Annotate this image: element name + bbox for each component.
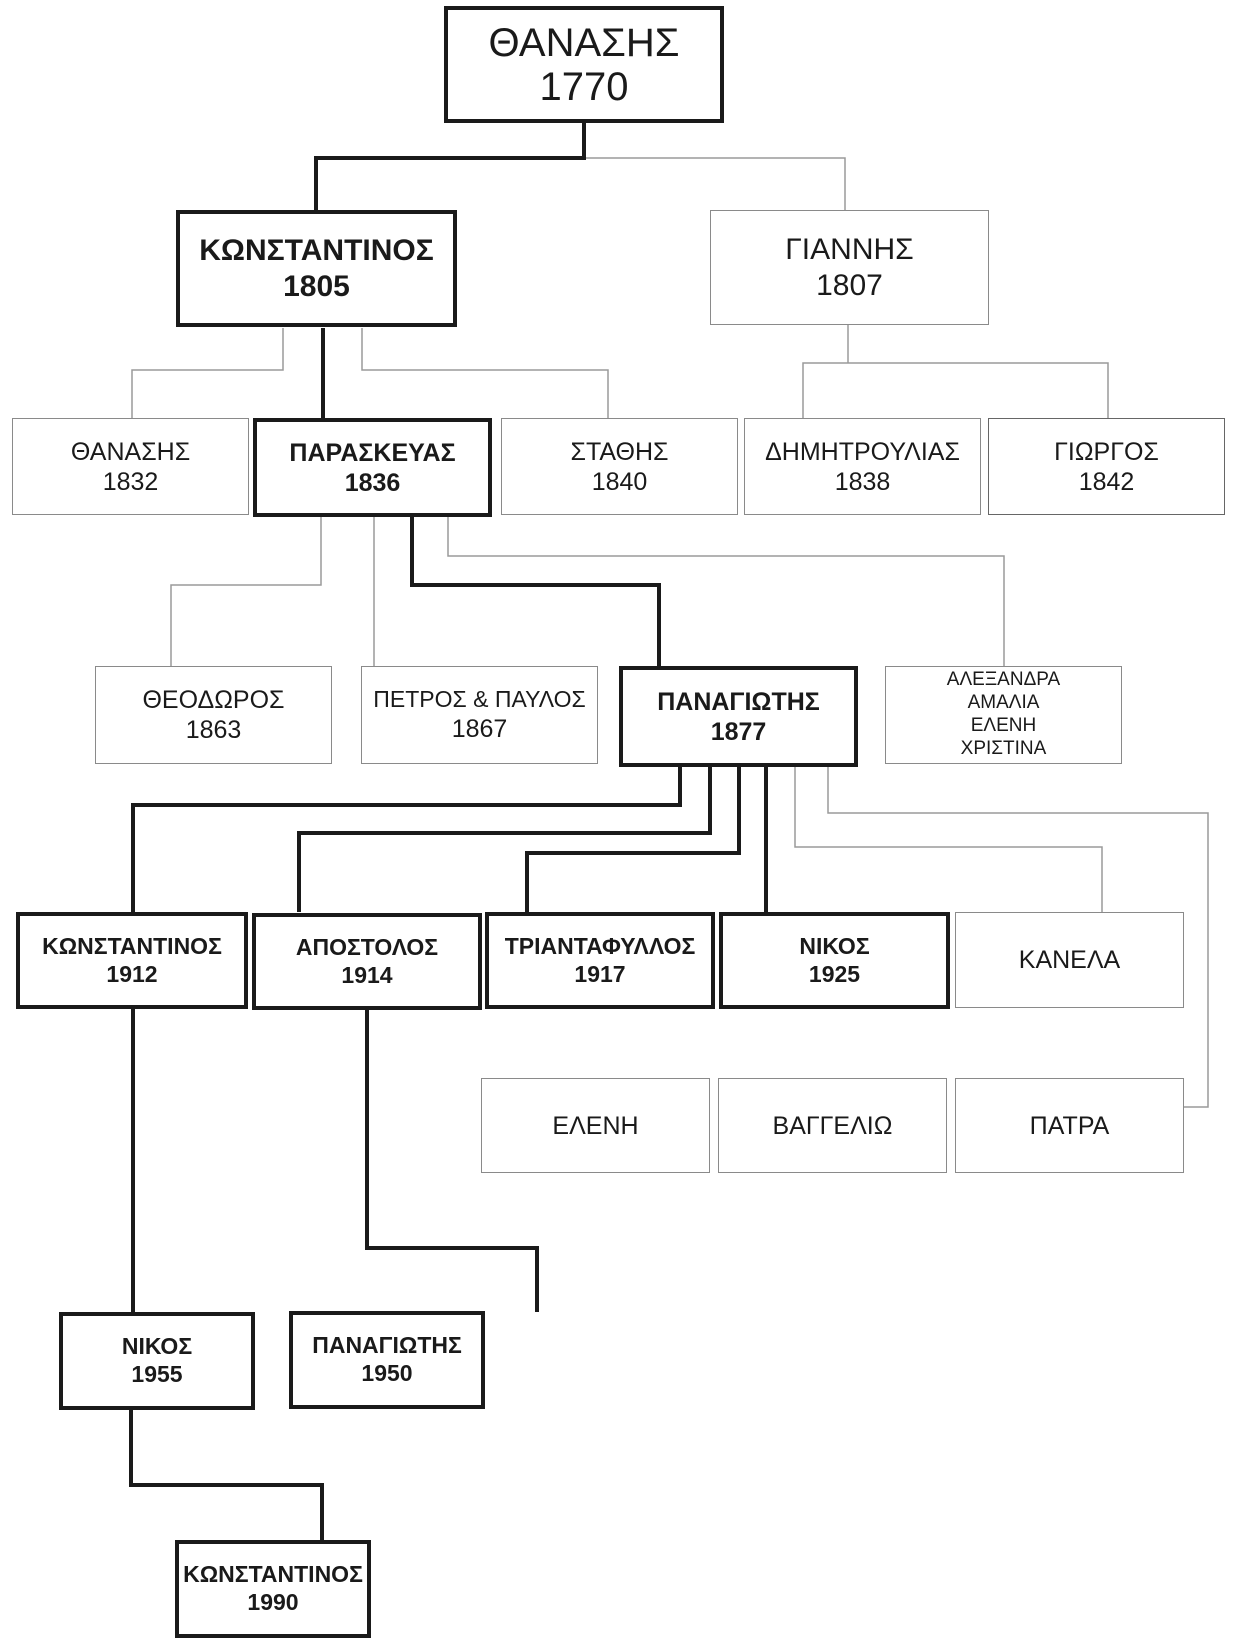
person-name: ΘΑΝΑΣΗΣ [70, 437, 191, 466]
person-box-petros-pavlos-1867[interactable]: ΠΕΤΡΟΣ & ΠΑΥΛΟΣ 1867 [361, 666, 598, 764]
connector [131, 766, 682, 912]
person-box-konstantinos-1805[interactable]: ΚΩΝΣΤΑΝΤΙΝΟΣ 1805 [176, 210, 457, 327]
person-year: 1867 [451, 714, 508, 743]
person-box-giannis-1807[interactable]: ΓΙΑΝΝΗΣ 1807 [710, 210, 989, 325]
person-name: ΑΜΑΛΙΑ [967, 692, 1040, 714]
connector [410, 517, 661, 666]
person-box-kanela[interactable]: ΚΑΝΕΛΑ [955, 912, 1184, 1008]
person-year: 1832 [102, 467, 159, 496]
person-name: ΚΑΝΕΛΑ [1018, 946, 1121, 974]
direct-line-connectors [129, 122, 768, 1542]
person-box-vaggelio[interactable]: ΒΑΓΓΕΛΙΩ [718, 1078, 947, 1173]
person-year: 1914 [341, 961, 393, 988]
person-box-dimitroulias-1838[interactable]: ΔΗΜΗΤΡΟΥΛΙΑΣ 1838 [744, 418, 981, 515]
person-year: 1912 [106, 960, 158, 987]
person-name: ΕΛΕΝΗ [970, 715, 1037, 736]
person-year: 1990 [247, 1589, 299, 1615]
person-year: 1840 [591, 467, 648, 496]
connector [361, 328, 609, 418]
connector [794, 766, 1103, 912]
person-box-nikos-1925[interactable]: ΝΙΚΟΣ 1925 [719, 912, 950, 1009]
person-name: ΚΩΝΣΤΑΝΤΙΝΟΣ [42, 932, 222, 959]
person-year: 1925 [808, 960, 861, 987]
person-name: ΝΙΚΟΣ [121, 1333, 193, 1360]
person-year: 1842 [1078, 467, 1135, 496]
person-box-triantafyllos-1917[interactable]: ΤΡΙΑΝΤΑΦΥΛΛΟΣ 1917 [485, 912, 715, 1009]
person-box-giorgos-1842[interactable]: ΓΙΩΡΓΟΣ 1842 [988, 418, 1225, 515]
connector [131, 328, 284, 418]
person-name: ΧΡΙΣΤΙΝΑ [960, 737, 1047, 759]
person-box-konstantinos-1912[interactable]: ΚΩΝΣΤΑΝΤΙΝΟΣ 1912 [16, 912, 248, 1009]
person-year: 1836 [344, 468, 401, 497]
person-year: 1863 [185, 716, 242, 744]
person-box-stathis-1840[interactable]: ΣΤΑΘΗΣ 1840 [501, 418, 738, 515]
person-year: 1838 [834, 467, 891, 496]
person-box-paraskevas-1836[interactable]: ΠΑΡΑΣΚΕΥΑΣ 1836 [253, 418, 492, 517]
connector [802, 362, 1109, 418]
person-name: ΔΗΜΗΤΡΟΥΛΙΑΣ [765, 437, 960, 466]
person-box-panagiotis-1877[interactable]: ΠΑΝΑΓΙΩΤΗΣ 1877 [619, 666, 858, 767]
person-year: 1917 [574, 960, 626, 987]
person-name: ΠΕΤΡΟΣ & ΠΑΥΛΟΣ [373, 686, 586, 713]
person-name: ΣΤΑΘΗΣ [570, 437, 669, 466]
connector [297, 766, 712, 912]
person-name: ΝΙΚΟΣ [799, 932, 870, 959]
person-box-thanasis-1832[interactable]: ΘΑΝΑΣΗΣ 1832 [12, 418, 249, 515]
person-box-konstantinos-1990[interactable]: ΚΩΝΣΤΑΝΤΙΝΟΣ 1990 [175, 1540, 371, 1638]
person-box-root[interactable]: ΘΑΝΑΣΗΣ 1770 [444, 6, 724, 123]
person-name: ΠΑΡΑΣΚΕΥΑΣ [289, 438, 456, 467]
person-box-nikos-1955[interactable]: ΝΙΚΟΣ 1955 [59, 1312, 255, 1410]
person-name: ΓΙΑΝΝΗΣ [785, 232, 914, 266]
person-name: ΠΑΝΑΓΙΩΤΗΣ [657, 687, 820, 716]
person-year: 1877 [710, 717, 767, 746]
collateral-connectors [131, 157, 1209, 1108]
connector [827, 766, 1209, 1108]
person-box-theodoros-1863[interactable]: ΘΕΟΔΩΡΟΣ 1863 [95, 666, 332, 764]
person-name: ΠΑΝΑΓΙΩΤΗΣ [312, 1332, 462, 1359]
person-year: 1805 [283, 269, 350, 303]
connector [129, 1410, 324, 1542]
person-name: ΚΩΝΣΤΑΝΤΙΝΟΣ [199, 233, 434, 267]
person-name: ΑΠΟΣΤΟΛΟΣ [295, 933, 439, 960]
person-year: 1770 [539, 64, 629, 109]
person-name: ΒΑΓΓΕΛΙΩ [772, 1111, 893, 1140]
person-box-panagiotis-1950[interactable]: ΠΑΝΑΓΙΩΤΗΣ 1950 [289, 1311, 485, 1409]
connector [525, 766, 741, 912]
person-name: ΤΡΙΑΝΤΑΦΥΛΛΟΣ [504, 932, 696, 959]
person-name: ΚΩΝΣΤΑΝΤΙΝΟΣ [183, 1561, 363, 1588]
connector [584, 157, 846, 210]
connector [314, 122, 586, 210]
person-name: ΑΛΕΞΑΝΔΡΑ [946, 669, 1061, 691]
connector [170, 517, 322, 666]
person-box-eleni[interactable]: ΕΛΕΝΗ [481, 1078, 710, 1173]
person-box-apostolos-1914[interactable]: ΑΠΟΣΤΟΛΟΣ 1914 [252, 913, 482, 1010]
person-name: ΠΑΤΡΑ [1029, 1111, 1110, 1140]
person-year: 1955 [131, 1361, 183, 1387]
person-box-daughters[interactable]: ΑΛΕΞΑΝΔΡΑ ΑΜΑΛΙΑ ΕΛΕΝΗ ΧΡΙΣΤΙΝΑ [885, 666, 1122, 764]
connector [447, 517, 1005, 666]
person-year: 1807 [816, 268, 883, 302]
person-name: ΓΙΩΡΓΟΣ [1054, 437, 1159, 466]
person-box-patra[interactable]: ΠΑΤΡΑ [955, 1078, 1184, 1173]
person-name: ΘΑΝΑΣΗΣ [488, 20, 680, 65]
person-name: ΕΛΕΝΗ [552, 1111, 639, 1140]
person-year: 1950 [361, 1360, 413, 1386]
connector [365, 1008, 539, 1312]
person-name: ΘΕΟΔΩΡΟΣ [142, 686, 285, 714]
